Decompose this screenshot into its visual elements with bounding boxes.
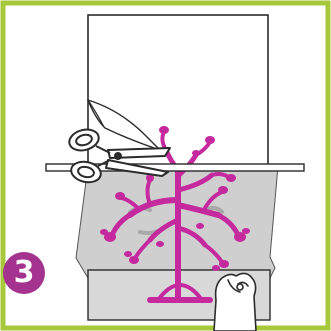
paper-sheet bbox=[88, 15, 268, 170]
hand-icon bbox=[214, 273, 256, 331]
step-number-badge: 3 bbox=[3, 252, 45, 294]
